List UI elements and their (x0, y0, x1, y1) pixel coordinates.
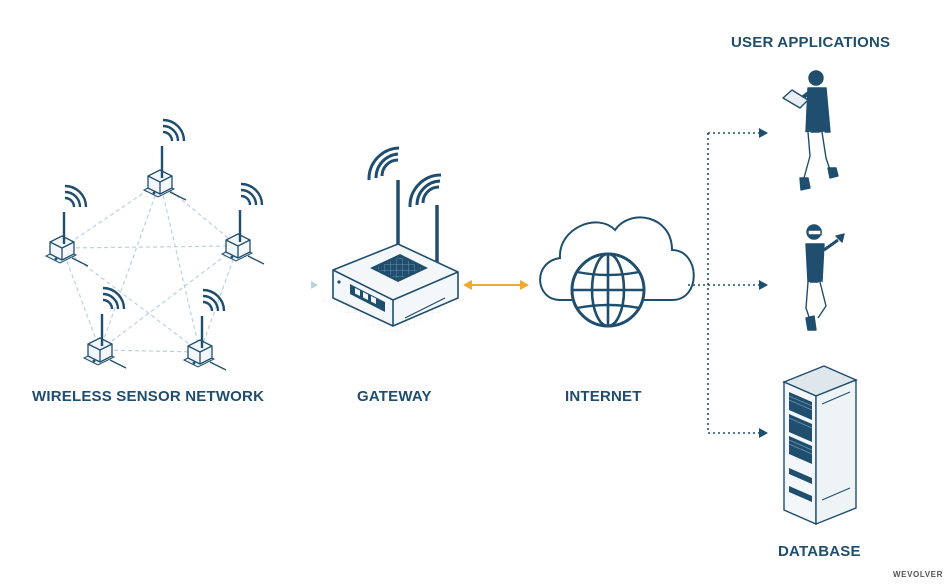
mesh-links (61, 181, 239, 353)
brand-watermark: WEVOLVER (893, 570, 943, 579)
arrow-head-icon (759, 428, 768, 438)
sensor-node-icon (220, 182, 266, 266)
arrow-head-icon (759, 280, 768, 290)
arrow-head-icon (759, 128, 768, 138)
input-arrow-icon (311, 281, 318, 289)
sensor-node-icon (44, 184, 90, 268)
globe-icon (570, 252, 646, 328)
person-vr-icon (804, 224, 845, 331)
bidirectional-link-icon (463, 280, 529, 290)
sensor-node-icon (82, 286, 128, 370)
sensor-node-icon (142, 118, 188, 202)
router-icon (318, 146, 470, 336)
server-rack-icon (782, 365, 858, 526)
dotted-connectors (688, 132, 760, 434)
cloud-icon (539, 216, 695, 328)
database-label: DATABASE (778, 543, 861, 560)
wireless-sensor-network-label: WIRELESS SENSOR NETWORK (32, 388, 265, 405)
person-tablet-icon (782, 70, 839, 191)
user-applications-label: USER APPLICATIONS (731, 34, 891, 51)
internet-label: INTERNET (565, 388, 642, 405)
gateway-label: GATEWAY (357, 388, 432, 405)
sensor-node-icon (182, 288, 228, 372)
